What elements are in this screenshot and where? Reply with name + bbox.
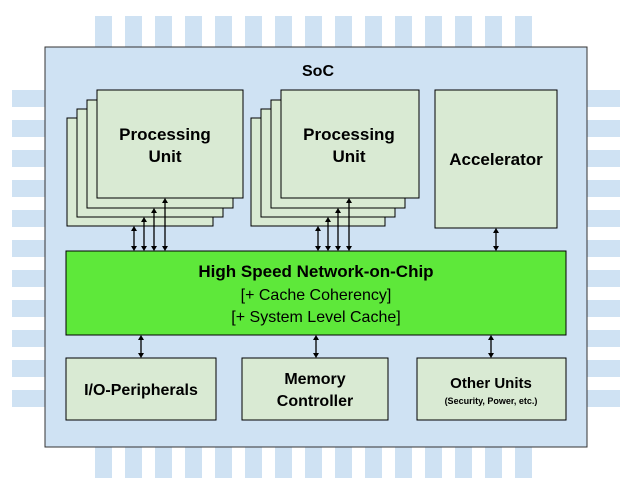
noc-block (65, 250, 567, 336)
connector-arrow-4 (315, 226, 321, 251)
pin-right-9 (587, 360, 620, 377)
memory-label-line2: Controller (277, 393, 353, 410)
pin-right-8 (587, 330, 620, 347)
connector-arrow-2 (151, 208, 157, 251)
connector-arrow-1 (141, 217, 147, 251)
soc-title: SoC (302, 63, 334, 80)
pu1-layer-1 (96, 89, 244, 199)
bus-connectors (131, 198, 499, 358)
pin-bottom-4 (215, 447, 232, 478)
pu2-label-line1: Processing (303, 125, 395, 144)
pin-bottom-8 (335, 447, 352, 478)
pin-right-6 (587, 270, 620, 287)
pin-top-10 (395, 16, 412, 47)
pin-right-1 (587, 120, 620, 137)
pin-bottom-1 (125, 447, 142, 478)
pin-top-6 (275, 16, 292, 47)
pu2-layer-1 (280, 89, 420, 199)
connector-arrow-11 (488, 335, 494, 358)
pin-bottom-3 (185, 447, 202, 478)
pin-top-11 (425, 16, 442, 47)
pin-top-5 (245, 16, 262, 47)
noc-title: High Speed Network-on-Chip (198, 262, 433, 281)
other-units-sub: (Security, Power, etc.) (445, 396, 538, 406)
pin-top-2 (155, 16, 172, 47)
connector-arrow-5 (325, 217, 331, 251)
pin-right-2 (587, 150, 620, 167)
pin-bottom-0 (95, 447, 112, 478)
pin-right-0 (587, 90, 620, 107)
accelerator-block (434, 89, 558, 229)
accelerator-label: Accelerator (449, 150, 543, 169)
pin-top-1 (125, 16, 142, 47)
pin-left-3 (12, 180, 45, 197)
pin-right-10 (587, 390, 620, 407)
chip-pins (12, 16, 620, 478)
connector-arrow-6 (335, 208, 341, 251)
pin-bottom-13 (485, 447, 502, 478)
io-peripherals-label: I/O-Peripherals (84, 382, 198, 399)
connector-arrow-8 (493, 228, 499, 251)
connector-arrow-10 (313, 335, 319, 358)
pin-right-4 (587, 210, 620, 227)
connector-arrow-7 (346, 198, 352, 251)
memory-controller-block (241, 357, 389, 421)
connector-arrow-0 (131, 226, 137, 251)
pin-top-13 (485, 16, 502, 47)
pin-left-0 (12, 90, 45, 107)
pu1-label-line2: Unit (148, 147, 181, 166)
pin-left-6 (12, 270, 45, 287)
pin-bottom-12 (455, 447, 472, 478)
processing-unit-stack-2: Processing Unit (250, 89, 420, 227)
pin-top-0 (95, 16, 112, 47)
pin-top-14 (515, 16, 532, 47)
noc-line2: [+ Cache Coherency] (241, 287, 392, 304)
other-units-block (416, 357, 567, 421)
pu1-label-line1: Processing (119, 125, 211, 144)
pin-left-10 (12, 390, 45, 407)
pin-top-4 (215, 16, 232, 47)
io-peripherals-block (65, 357, 217, 421)
pin-top-9 (365, 16, 382, 47)
pin-bottom-11 (425, 447, 442, 478)
noc-line3: [+ System Level Cache] (231, 309, 400, 326)
pin-bottom-7 (305, 447, 322, 478)
memory-label-line1: Memory (284, 371, 345, 388)
pin-bottom-10 (395, 447, 412, 478)
pin-left-2 (12, 150, 45, 167)
pin-right-5 (587, 240, 620, 257)
other-units-label: Other Units (450, 375, 532, 392)
pin-left-1 (12, 120, 45, 137)
pin-right-7 (587, 300, 620, 317)
pin-bottom-9 (365, 447, 382, 478)
pin-bottom-5 (245, 447, 262, 478)
pin-left-9 (12, 360, 45, 377)
pin-bottom-6 (275, 447, 292, 478)
pin-bottom-2 (155, 447, 172, 478)
pin-top-12 (455, 16, 472, 47)
connector-arrow-9 (138, 335, 144, 358)
pin-left-8 (12, 330, 45, 347)
pin-top-8 (335, 16, 352, 47)
pin-left-7 (12, 300, 45, 317)
pin-bottom-14 (515, 447, 532, 478)
connector-arrow-3 (162, 198, 168, 251)
pin-left-4 (12, 210, 45, 227)
pin-right-3 (587, 180, 620, 197)
pin-left-5 (12, 240, 45, 257)
processing-unit-stack-1: Processing Unit (66, 89, 244, 227)
pu2-label-line2: Unit (332, 147, 365, 166)
pin-top-7 (305, 16, 322, 47)
pin-top-3 (185, 16, 202, 47)
